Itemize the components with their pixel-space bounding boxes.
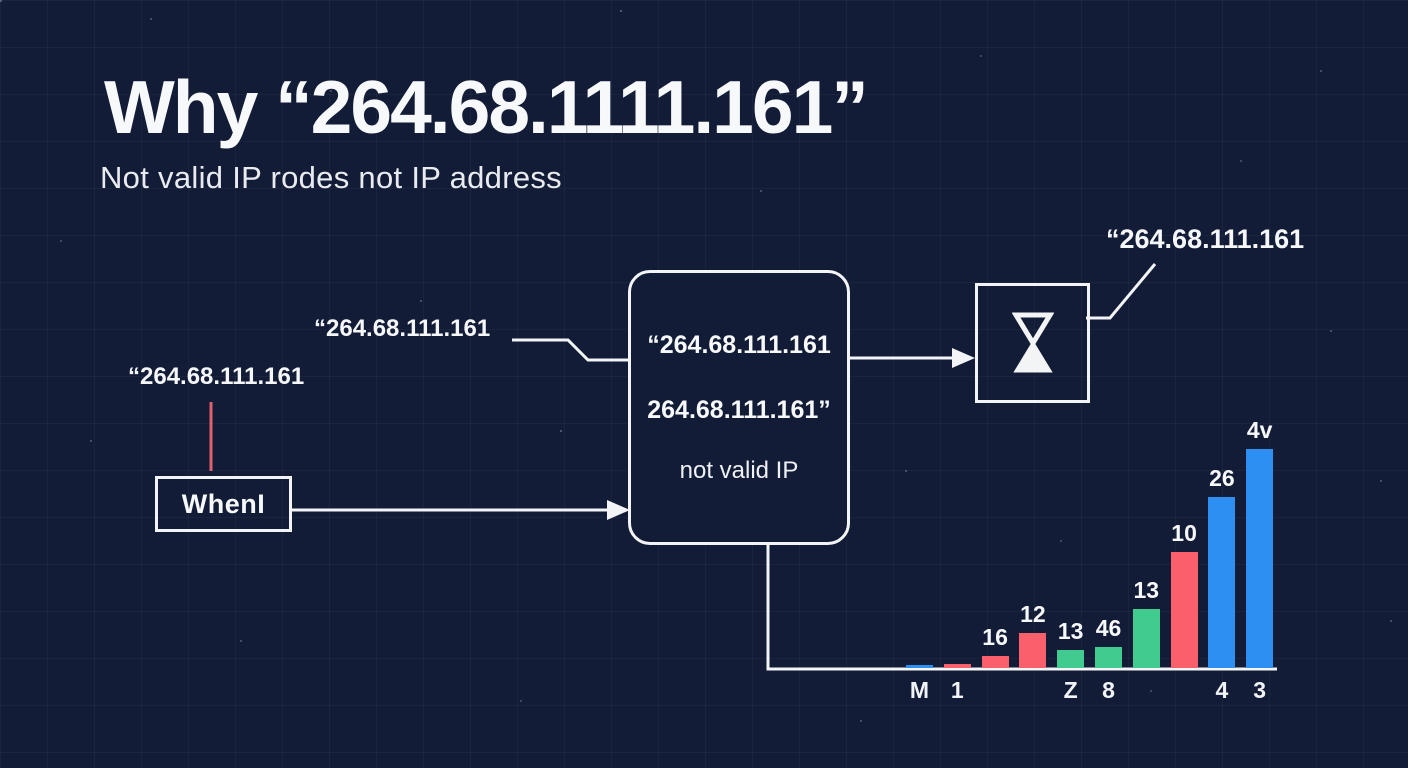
chart-bar — [906, 665, 933, 668]
output-ip-label: “264.68.111.161 — [1106, 224, 1305, 254]
bar-x-label: 8 — [1102, 677, 1115, 703]
bar-value-label: 4v — [1246, 417, 1273, 443]
page-subtitle: Not valid IP rodes not IP address — [100, 160, 562, 195]
chart-bar — [981, 656, 1009, 668]
chart-bar — [1095, 647, 1122, 668]
bar-value-label: 10 — [1171, 520, 1197, 546]
chart-bar — [1170, 552, 1198, 668]
page-title: Why “264.68.1111.161” — [104, 65, 869, 149]
bar-x-label: 1 — [950, 677, 964, 703]
bar-x-label: 4 — [1215, 677, 1229, 703]
validation-box-line1: “264.68.111.161 — [647, 331, 831, 359]
bar-value-label: 13 — [1133, 577, 1160, 603]
validation-box-line2: 264.68.111.161” — [647, 396, 831, 424]
chart-bar — [1208, 497, 1236, 668]
bar-x-label: Z — [1063, 677, 1078, 703]
bar-x-label: M — [909, 677, 930, 703]
chart-bar — [943, 664, 971, 668]
star-field — [0, 0, 2, 2]
mid-ip-label: “264.68.111.161 — [314, 315, 491, 342]
left-ip-label: “264.68.111.161 — [128, 363, 305, 390]
bar-value-label: 16 — [982, 624, 1008, 650]
when-box: WhenI — [155, 476, 292, 532]
hourglass-box — [975, 283, 1090, 403]
bar-value-label: 26 — [1209, 465, 1235, 491]
bar-value-label: 46 — [1095, 615, 1122, 641]
chart-bar — [1246, 449, 1274, 668]
chart-bar — [1057, 650, 1085, 668]
validation-box-line3: not valid IP — [679, 457, 799, 484]
when-box-label: WhenI — [181, 488, 266, 519]
validation-box: “264.68.111.161 264.68.111.161” not vali… — [628, 270, 850, 545]
hourglass-icon — [1011, 312, 1054, 373]
chart-bar — [1132, 609, 1160, 668]
bar-x-label: 3 — [1253, 677, 1267, 703]
